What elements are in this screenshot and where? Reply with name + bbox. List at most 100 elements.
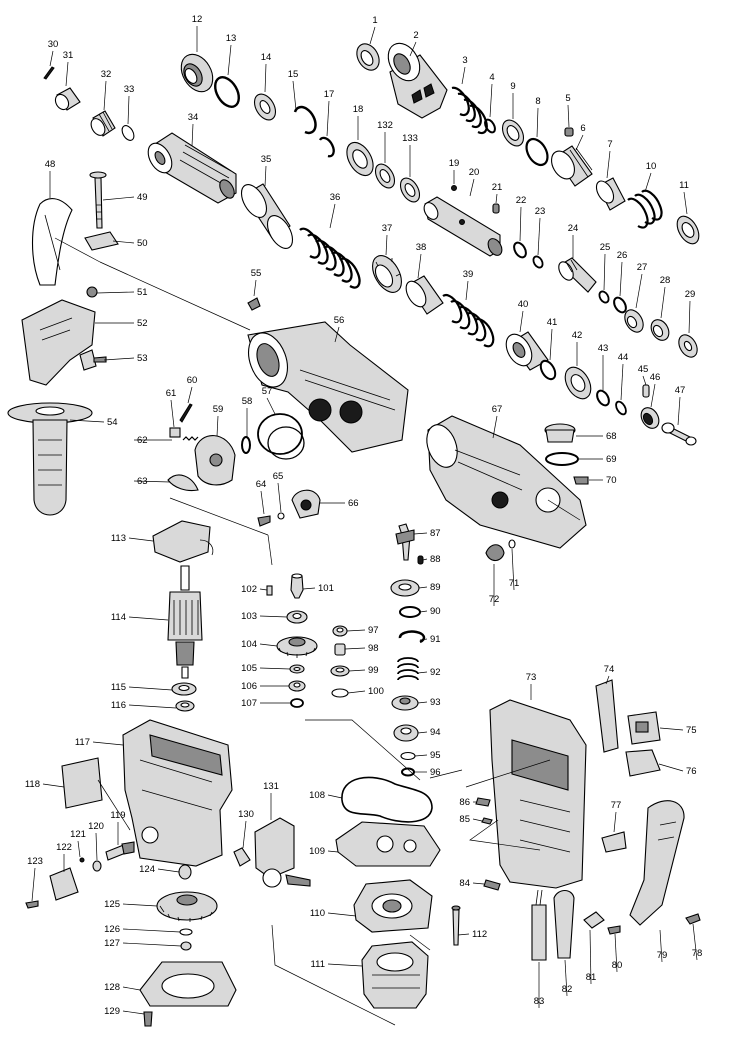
leader-line-46 xyxy=(650,383,656,408)
leader-line-55 xyxy=(253,279,257,297)
leader-line-56 xyxy=(334,326,340,343)
leader-line-102 xyxy=(259,588,268,591)
callout-label-121: 121 xyxy=(70,829,86,840)
part-24-striker xyxy=(558,257,597,293)
leader-line-37 xyxy=(385,234,388,256)
callout-label-131: 131 xyxy=(263,781,279,792)
part-12-cap xyxy=(180,53,214,93)
callout-label-15: 15 xyxy=(288,69,299,80)
callout-label-69: 69 xyxy=(606,454,617,465)
callout-label-116: 116 xyxy=(111,700,126,711)
part-124-bushing xyxy=(178,864,192,880)
callout-label-26: 26 xyxy=(617,250,628,261)
part-27-sleeve xyxy=(624,309,644,333)
part-22-ring xyxy=(513,241,527,259)
leader-line-28 xyxy=(660,286,666,319)
callout-label-132: 132 xyxy=(377,120,393,131)
part-50-clamp xyxy=(84,231,119,251)
callout-label-28: 28 xyxy=(660,275,671,286)
callout-label-113: 113 xyxy=(111,533,126,544)
callout-label-10: 10 xyxy=(646,161,657,172)
callout-label-19: 19 xyxy=(449,158,460,169)
part-117-motor-housing xyxy=(122,719,233,867)
leader-line-71 xyxy=(511,548,515,591)
callout-label-106: 106 xyxy=(241,681,257,692)
callout-label-124: 124 xyxy=(139,864,155,875)
part-23-ring xyxy=(532,255,544,269)
callout-label-45: 45 xyxy=(638,364,649,375)
part-18-bearing xyxy=(346,141,374,177)
callout-label-90: 90 xyxy=(430,606,441,617)
leader-line-75 xyxy=(659,727,684,731)
part-9-washer xyxy=(501,119,525,147)
callout-label-58: 58 xyxy=(242,396,253,407)
leader-line-125 xyxy=(122,903,158,907)
part-105-washer xyxy=(289,664,305,674)
part-20-piston xyxy=(423,196,503,257)
leader-line-2 xyxy=(409,41,417,57)
callout-label-133: 133 xyxy=(402,133,418,144)
part-63-cover xyxy=(167,474,199,492)
leader-line-53 xyxy=(103,357,135,361)
part-78-screw xyxy=(685,913,701,925)
callout-label-88: 88 xyxy=(430,554,441,565)
callout-label-91: 91 xyxy=(430,634,441,645)
leader-line-87 xyxy=(413,532,428,535)
leader-line-123 xyxy=(31,867,36,902)
callout-label-78: 78 xyxy=(692,948,703,959)
callout-label-123: 123 xyxy=(27,856,43,867)
leader-line-92 xyxy=(417,671,428,674)
leader-line-103 xyxy=(259,615,288,618)
leader-line-33 xyxy=(127,95,130,125)
part-111-motor-housing xyxy=(361,941,429,1009)
callout-labels: 1234567891011121314151718192021222324252… xyxy=(25,14,702,1017)
leader-line-35 xyxy=(264,165,267,187)
part-114-armature xyxy=(167,565,203,679)
part-104-gear xyxy=(276,636,318,658)
callout-label-9: 9 xyxy=(510,81,515,92)
callout-label-112: 112 xyxy=(472,929,487,940)
leader-line-22 xyxy=(519,206,522,242)
leader-line-1 xyxy=(369,26,376,45)
callout-label-61: 61 xyxy=(166,388,177,399)
leader-line-5 xyxy=(567,104,570,128)
leader-line-8 xyxy=(536,107,539,138)
leader-line-111 xyxy=(327,963,363,967)
part-36-spring xyxy=(299,227,361,289)
part-82-cord-guard xyxy=(553,889,575,959)
part-107-ring xyxy=(290,698,304,708)
part-98-pin xyxy=(334,643,346,656)
callout-label-67: 67 xyxy=(492,404,503,415)
callout-label-63: 63 xyxy=(137,476,148,487)
part-106-bearing xyxy=(288,680,306,692)
part-3-spring xyxy=(451,86,488,135)
part-40-gear xyxy=(505,331,549,371)
part-83-cord xyxy=(531,889,547,961)
leader-line-60 xyxy=(187,386,193,404)
leader-line-130 xyxy=(242,820,247,849)
callout-label-83: 83 xyxy=(534,996,545,1007)
part-29-washer xyxy=(678,334,698,358)
callout-label-87: 87 xyxy=(430,528,441,539)
part-10-spring xyxy=(627,189,663,229)
part-93-clutch xyxy=(391,695,419,711)
callout-label-72: 72 xyxy=(489,594,500,605)
callout-label-55: 55 xyxy=(251,268,262,279)
callout-label-120: 120 xyxy=(88,821,104,832)
part-131-switch xyxy=(254,817,311,888)
part-11-washer xyxy=(676,215,700,245)
callout-label-25: 25 xyxy=(600,242,611,253)
part-32-sleeve xyxy=(90,110,116,137)
leader-line-59 xyxy=(216,415,219,437)
leader-line-77 xyxy=(613,811,617,833)
part-drawings xyxy=(7,42,701,1027)
callout-label-8: 8 xyxy=(535,96,540,107)
callout-label-97: 97 xyxy=(368,625,379,636)
assembly-guide-lines xyxy=(54,237,581,1026)
part-85-pin xyxy=(481,817,493,825)
leader-line-105 xyxy=(259,667,291,670)
leader-line-65 xyxy=(277,482,282,513)
callout-label-70: 70 xyxy=(606,475,617,486)
part-121-ball xyxy=(79,857,85,863)
